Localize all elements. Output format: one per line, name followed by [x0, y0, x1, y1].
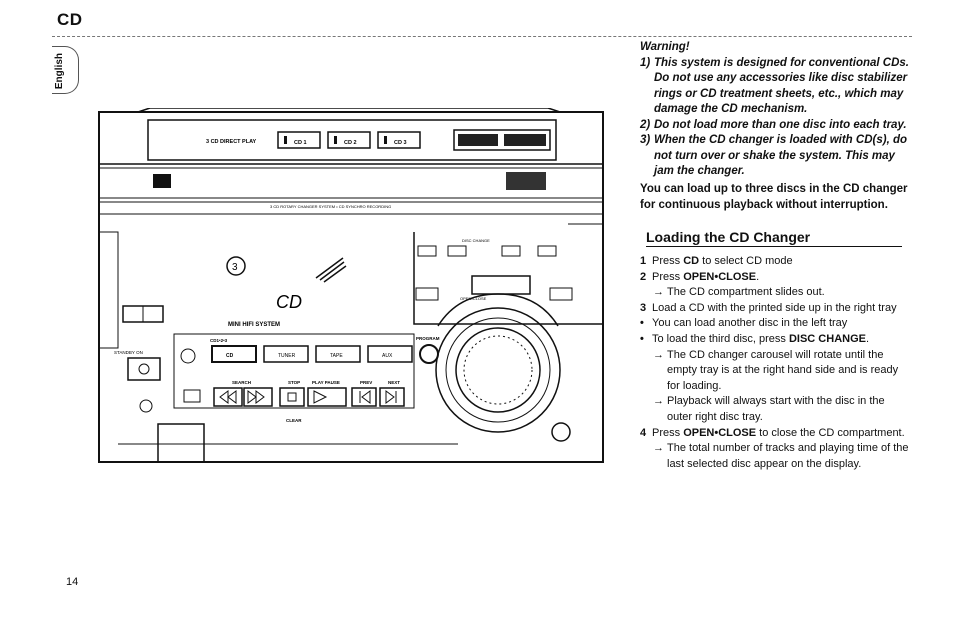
- open-close-label: OPEN•CLOSE: [460, 296, 487, 301]
- program-label: PROGRAM: [416, 336, 440, 341]
- bullet-2-result-a: →The CD changer carousel will rotate unt…: [653, 348, 899, 392]
- section-heading: Loading the CD Changer: [646, 229, 902, 247]
- bullet-1: •You can load another disc in the left t…: [640, 317, 848, 330]
- device-illustration: 3 CD DIRECT PLAY CD 1 CD 2 CD 3 3 CD ROT…: [98, 107, 604, 464]
- stop-label: STOP: [288, 380, 300, 385]
- prev-button[interactable]: [351, 387, 377, 407]
- warning-item: 3)When the CD changer is loaded with CD(…: [640, 134, 908, 177]
- source-label: CD1•2•3: [210, 338, 228, 343]
- svg-text:TAPE: TAPE: [330, 353, 343, 359]
- tape-source-button[interactable]: TAPE: [315, 345, 361, 363]
- next-button[interactable]: [379, 387, 405, 407]
- page-title: CD: [57, 10, 83, 29]
- search-label: SEARCH: [232, 380, 251, 385]
- volume-ring: [435, 307, 561, 433]
- prev-label: PREV: [360, 380, 372, 385]
- warning-block: Warning! 1)This system is designed for c…: [640, 40, 910, 180]
- next-label: NEXT: [388, 380, 400, 385]
- cd3-direct-button[interactable]: CD 3: [377, 131, 421, 149]
- warning-item: 1)This system is designed for convention…: [640, 56, 909, 116]
- aux-source-button[interactable]: AUX: [367, 345, 413, 363]
- disc-change-label: DISC CHANGE: [462, 238, 490, 243]
- cd-source-button[interactable]: CD: [211, 345, 257, 363]
- standby-label: STANDBY ON: [114, 350, 143, 355]
- play-pause-button[interactable]: [307, 387, 347, 407]
- svg-text:CD 3: CD 3: [394, 140, 407, 146]
- clear-label: CLEAR: [286, 418, 302, 423]
- tuner-source-button[interactable]: TUNER: [263, 345, 309, 363]
- language-label: English: [54, 53, 65, 90]
- svg-text:3: 3: [232, 262, 238, 273]
- svg-text:CD 1: CD 1: [294, 140, 307, 146]
- warning-item: 2)Do not load more than one disc into ea…: [640, 118, 907, 131]
- bullet-2: •To load the third disc, press DISC CHAN…: [640, 332, 870, 345]
- cd2-direct-button[interactable]: CD 2: [327, 131, 371, 149]
- search-forward-button[interactable]: [243, 387, 273, 407]
- cd1-direct-button[interactable]: CD 1: [277, 131, 321, 149]
- stop-button[interactable]: [279, 387, 305, 407]
- headphone-jack[interactable]: [551, 422, 571, 442]
- direct-play-label: 3 CD DIRECT PLAY: [206, 139, 257, 145]
- language-tab: English: [52, 46, 79, 94]
- page-number: 14: [66, 576, 79, 588]
- step-2-result: →The CD compartment slides out.: [653, 286, 825, 299]
- step-4-result: →The total number of tracks and playing …: [653, 442, 909, 470]
- cd-tray[interactable]: [471, 275, 531, 295]
- svg-text:CD 2: CD 2: [344, 140, 357, 146]
- intro-text: You can load up to three discs in the CD…: [640, 183, 908, 211]
- play-pause-label: PLAY PAUSE: [312, 380, 340, 385]
- svg-text:TUNER: TUNER: [278, 353, 296, 359]
- model-label: MINI HIFI SYSTEM: [228, 322, 280, 328]
- mini-hifi-front-panel: 3 CD DIRECT PLAY CD 1 CD 2 CD 3 3 CD ROT…: [98, 107, 604, 463]
- standby-button[interactable]: [127, 357, 161, 381]
- display-cd-text: CD: [276, 292, 302, 312]
- rotary-changer-label: 3 CD ROTARY CHANGER SYSTEM • CD SYNCHRO …: [270, 204, 391, 209]
- search-back-button[interactable]: [213, 387, 243, 407]
- bullet-2-result-b: →Playback will always start with the dis…: [653, 395, 885, 423]
- program-button[interactable]: [419, 344, 439, 364]
- header-rule: [52, 36, 912, 37]
- volume-knob[interactable]: [455, 327, 541, 413]
- svg-text:AUX: AUX: [382, 353, 393, 359]
- warning-title: Warning!: [640, 41, 690, 53]
- svg-text:CD: CD: [226, 353, 234, 359]
